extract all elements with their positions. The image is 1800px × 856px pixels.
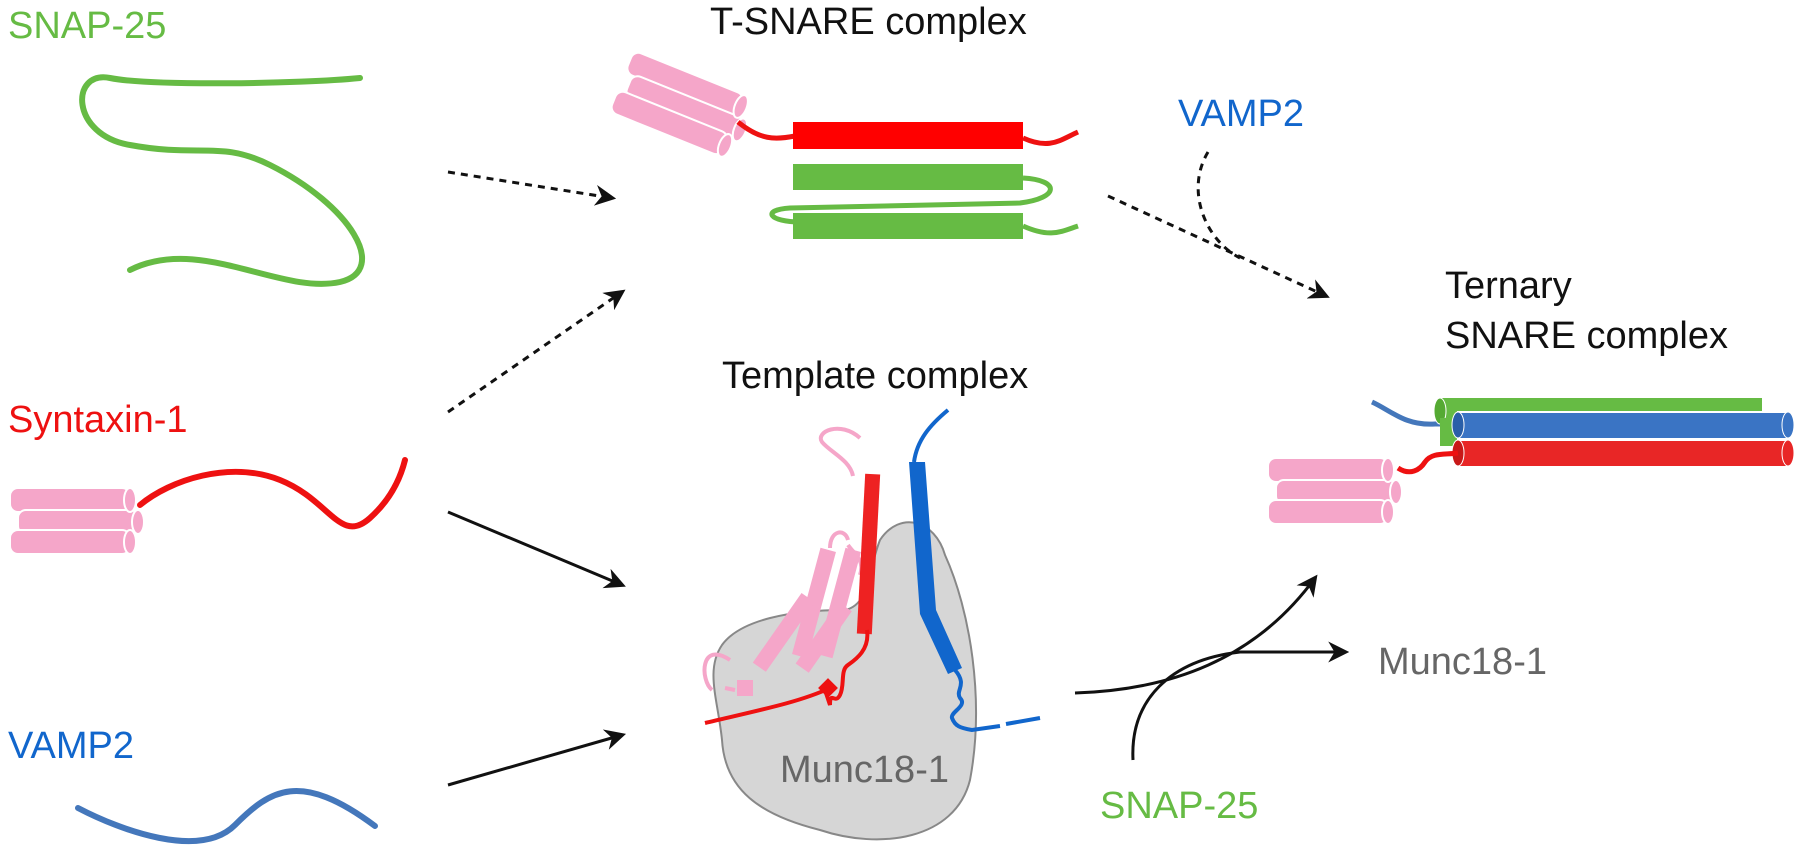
ternary-syntaxin-linker [1396,450,1459,475]
template-syntaxin-cterm [704,686,831,725]
tsnare-snap25-loop [769,175,1053,225]
template-habc-domain [752,547,861,673]
syntaxin1-label: Syntaxin-1 [8,399,188,441]
arrow-syntaxin-to-template [447,510,626,589]
template-habc-tip [737,680,753,696]
tsnare-syntaxin-tail [1021,129,1080,146]
tsnare-snap25-tail [1021,223,1079,236]
template-vamp2-helix [909,462,962,674]
dashed-arrow-tsnare-to-ternary [1107,194,1330,299]
munc18-released-label: Munc18-1 [1378,641,1547,683]
vamp2-left-label: VAMP2 [8,725,134,767]
template-syntaxin-linker [823,629,870,706]
snap25-strand [79,74,365,287]
vamp2-top-label: VAMP2 [1178,93,1304,135]
snap25-bottom-label: SNAP-25 [1100,785,1258,827]
snap25-left-label: SNAP-25 [8,5,166,47]
arrow-template-to-ternary [1074,574,1318,695]
ternary-vamp2-helix [1457,411,1789,440]
syntaxin-habc-domain [9,487,145,555]
ternary-title-line1: Ternary [1445,265,1572,307]
tsnare-syntaxin-linker [736,120,796,141]
dashed-arrow-syntaxin-to-tsnare [447,289,626,414]
template-syntaxin-nterm [818,426,862,477]
ternary-syntaxin-helix [1457,439,1789,468]
syntaxin-strand [137,457,408,530]
ternary-syntaxin-helix-end [1781,439,1795,467]
tsnare-snap25-helix-2 [793,213,1023,239]
dashed-arrow-vamp2-to-ternary [1196,151,1241,260]
vamp2-strand [75,788,378,844]
template-vamp2-nterm [912,408,950,463]
ternary-habc-domain [1267,457,1403,525]
ternary-vamp2-helix-end [1781,411,1795,439]
arrow-snap25-joins [1131,641,1350,761]
ternary-vamp2-linker [1370,399,1460,427]
template-title: Template complex [722,355,1028,397]
tsnare-snap25-helix-1 [793,164,1023,190]
template-syntaxin-loops [702,530,864,692]
ternary-title-line2: SNARE complex [1445,315,1728,357]
tsnare-syntaxin-helix [793,122,1023,149]
template-syntaxin-helix [856,473,881,635]
dashed-arrow-snap25-to-tsnare [447,170,617,206]
tsnare-habc-domain [610,51,749,158]
ternary-vamp2-helix-cap [1451,411,1465,439]
arrow-vamp2-to-template [447,729,627,787]
template-vamp2-cterm [949,668,1041,733]
tsnare-title: T-SNARE complex [710,1,1027,43]
munc18-inside-label: Munc18-1 [780,749,949,791]
